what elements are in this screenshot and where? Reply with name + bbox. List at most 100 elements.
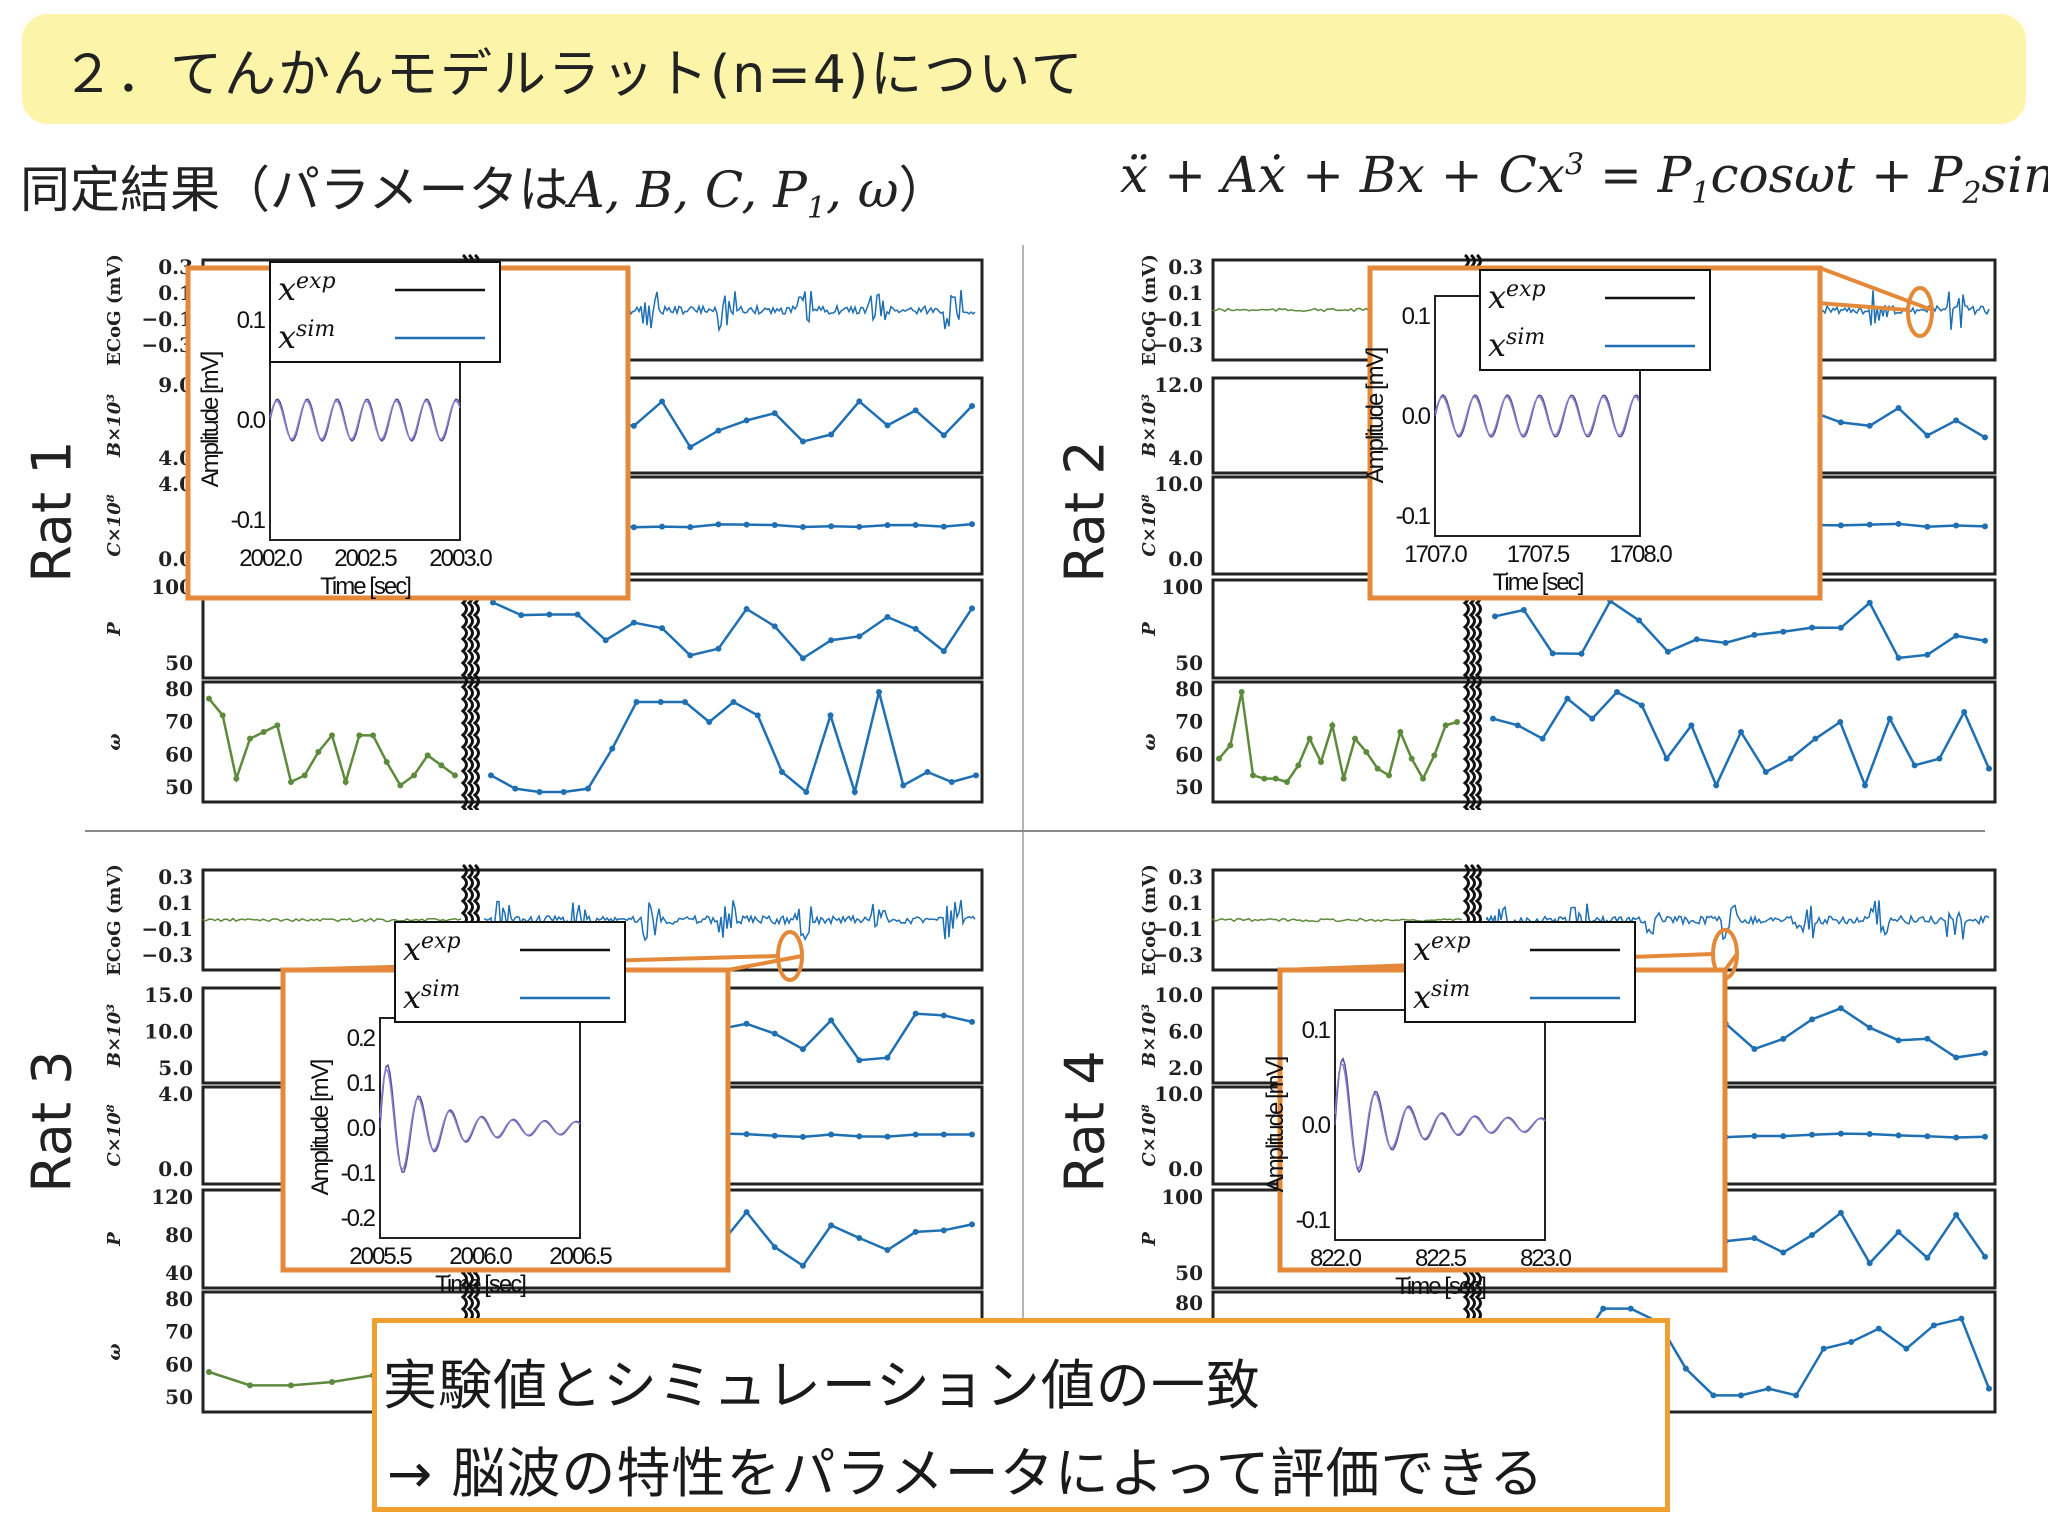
eq-sup: 3 xyxy=(1564,147,1585,183)
b-ictal-point xyxy=(969,403,975,410)
omega-ictal-point xyxy=(1936,755,1943,762)
p-ictal-point xyxy=(1866,599,1873,606)
inset-y-tick: -0.1 xyxy=(1296,1207,1331,1234)
row-tick-ecog: 0.3 xyxy=(1168,865,1203,889)
b-ictal-point xyxy=(940,1012,947,1019)
p-ictal-point xyxy=(884,614,891,621)
omega-ictal-point xyxy=(1762,769,1769,775)
ecog-trace-preictal xyxy=(1212,917,1463,923)
omega-ictal-point xyxy=(803,789,810,795)
row-label-omega: ω xyxy=(1139,733,1160,750)
omega-preictal-point xyxy=(247,1382,253,1389)
omega-preictal-point xyxy=(1227,742,1234,749)
inset-x-label: Time [sec] xyxy=(1493,569,1583,596)
row-frame-omega xyxy=(201,680,984,804)
c-ictal-point xyxy=(743,521,750,528)
inset-legend xyxy=(269,261,501,363)
c-ictal-point xyxy=(1809,1131,1816,1138)
zoom-connector xyxy=(1723,952,1739,972)
p-ictal-line xyxy=(1494,599,1986,660)
b-ictal-point xyxy=(884,422,891,429)
c-ictal-point xyxy=(799,1133,806,1140)
row-tick-omega: 50 xyxy=(165,1385,193,1409)
row-label-p: P xyxy=(1139,1232,1160,1247)
c-ictal-point xyxy=(1866,521,1873,528)
row-tick-p: 100 xyxy=(1161,575,1203,599)
inset-y-label: Amplitude [mV] xyxy=(197,352,224,487)
inset-y-label: Amplitude [mV] xyxy=(307,1060,334,1195)
omega-ictal-point xyxy=(779,769,785,775)
row-tick-omega: 70 xyxy=(165,1320,193,1344)
c-ictal-point xyxy=(828,523,835,530)
row-label-p: P xyxy=(1139,622,1160,637)
omega-preictal-point xyxy=(329,1379,335,1385)
row-tick-ecog: −0.1 xyxy=(141,917,193,941)
omega-ictal-point xyxy=(512,785,519,792)
p-ictal-point xyxy=(602,637,609,644)
row-tick-b: 6.0 xyxy=(1168,1020,1203,1044)
row-label-b: B×10³ xyxy=(104,1004,125,1068)
p-ictal-point xyxy=(687,652,694,659)
omega-ictal-point xyxy=(1564,695,1571,702)
b-ictal-point xyxy=(856,1057,863,1064)
zoom-marker xyxy=(1906,286,1934,338)
b-ictal-point xyxy=(1895,405,1902,412)
title-bar xyxy=(22,14,2026,124)
row-tick-ecog: −0.1 xyxy=(1151,307,1203,331)
b-ictal-point xyxy=(1924,1035,1931,1042)
omega-preictal-point xyxy=(1431,752,1438,759)
p-ictal-point xyxy=(1549,650,1556,657)
omega-ictal-point xyxy=(1886,715,1893,722)
b-ictal-point xyxy=(771,410,778,417)
omega-preictal-line xyxy=(1218,691,1458,784)
p-ictal-point xyxy=(546,611,553,618)
inset-y-label: Amplitude [mV] xyxy=(1262,1057,1289,1192)
p-ictal-point xyxy=(1751,631,1758,638)
omega-preictal-point xyxy=(1397,729,1404,735)
inset-y-tick: 0.1 xyxy=(1402,303,1431,330)
omega-ictal-point xyxy=(1514,722,1521,729)
omega-ictal-point xyxy=(1787,755,1794,762)
omega-preictal-point xyxy=(1238,689,1245,695)
subtitle-params-sub: 1 xyxy=(806,191,826,226)
omega-preictal-point xyxy=(1250,772,1256,779)
omega-ictal-point xyxy=(827,712,834,719)
omega-preictal-point xyxy=(397,782,404,789)
c-ictal-point xyxy=(1982,1133,1988,1140)
p-ictal-point xyxy=(940,1227,947,1234)
omega-preictal-point xyxy=(1386,772,1392,779)
omega-ictal-point xyxy=(1930,1322,1937,1329)
b-ictal-point xyxy=(1982,434,1988,441)
omega-ictal-point xyxy=(1738,1392,1744,1399)
omega-ictal-point xyxy=(754,712,761,719)
omega-ictal-point xyxy=(973,772,979,779)
inset-x-label: Time [sec] xyxy=(1395,1273,1485,1300)
p-ictal-point xyxy=(574,611,581,618)
row-label-b: B×10³ xyxy=(1139,1004,1160,1068)
omega-ictal-point xyxy=(730,699,737,705)
inset-x-label: Time [sec] xyxy=(435,1271,525,1298)
p-ictal-point xyxy=(1578,650,1585,657)
row-tick-c: 0.0 xyxy=(1168,1157,1203,1181)
c-ictal-point xyxy=(1924,1133,1931,1140)
inset-y-tick: 0.2 xyxy=(347,1025,376,1052)
inset-x-tick: 822.0 xyxy=(1310,1245,1362,1272)
row-label-omega: ω xyxy=(104,1343,125,1360)
c-ictal-point xyxy=(969,1131,975,1138)
c-ictal-point xyxy=(743,1131,750,1138)
row-tick-b: 10.0 xyxy=(144,1020,193,1044)
row-tick-ecog: −0.3 xyxy=(141,333,193,357)
inset-x-tick: 823.0 xyxy=(1520,1245,1572,1272)
inset-y-tick: 0.0 xyxy=(1402,403,1431,430)
omega-ictal-point xyxy=(1875,1325,1882,1332)
p-ictal-point xyxy=(1895,1229,1902,1236)
row-tick-c: 10.0 xyxy=(1154,472,1203,496)
omega-preictal-point xyxy=(315,749,322,755)
b-ictal-point xyxy=(799,1046,806,1053)
conclusion-callout: 実験値とシミュレーション値の一致 → 脳波の特性をパラメータによって評価できる xyxy=(372,1318,1670,1512)
rat-label-1: Rat 1 xyxy=(20,440,84,583)
b-ictal-point xyxy=(828,431,835,438)
p-ictal-line xyxy=(492,601,974,660)
row-tick-p: 120 xyxy=(151,1185,193,1209)
inset-y-tick: 0.1 xyxy=(347,1070,376,1097)
